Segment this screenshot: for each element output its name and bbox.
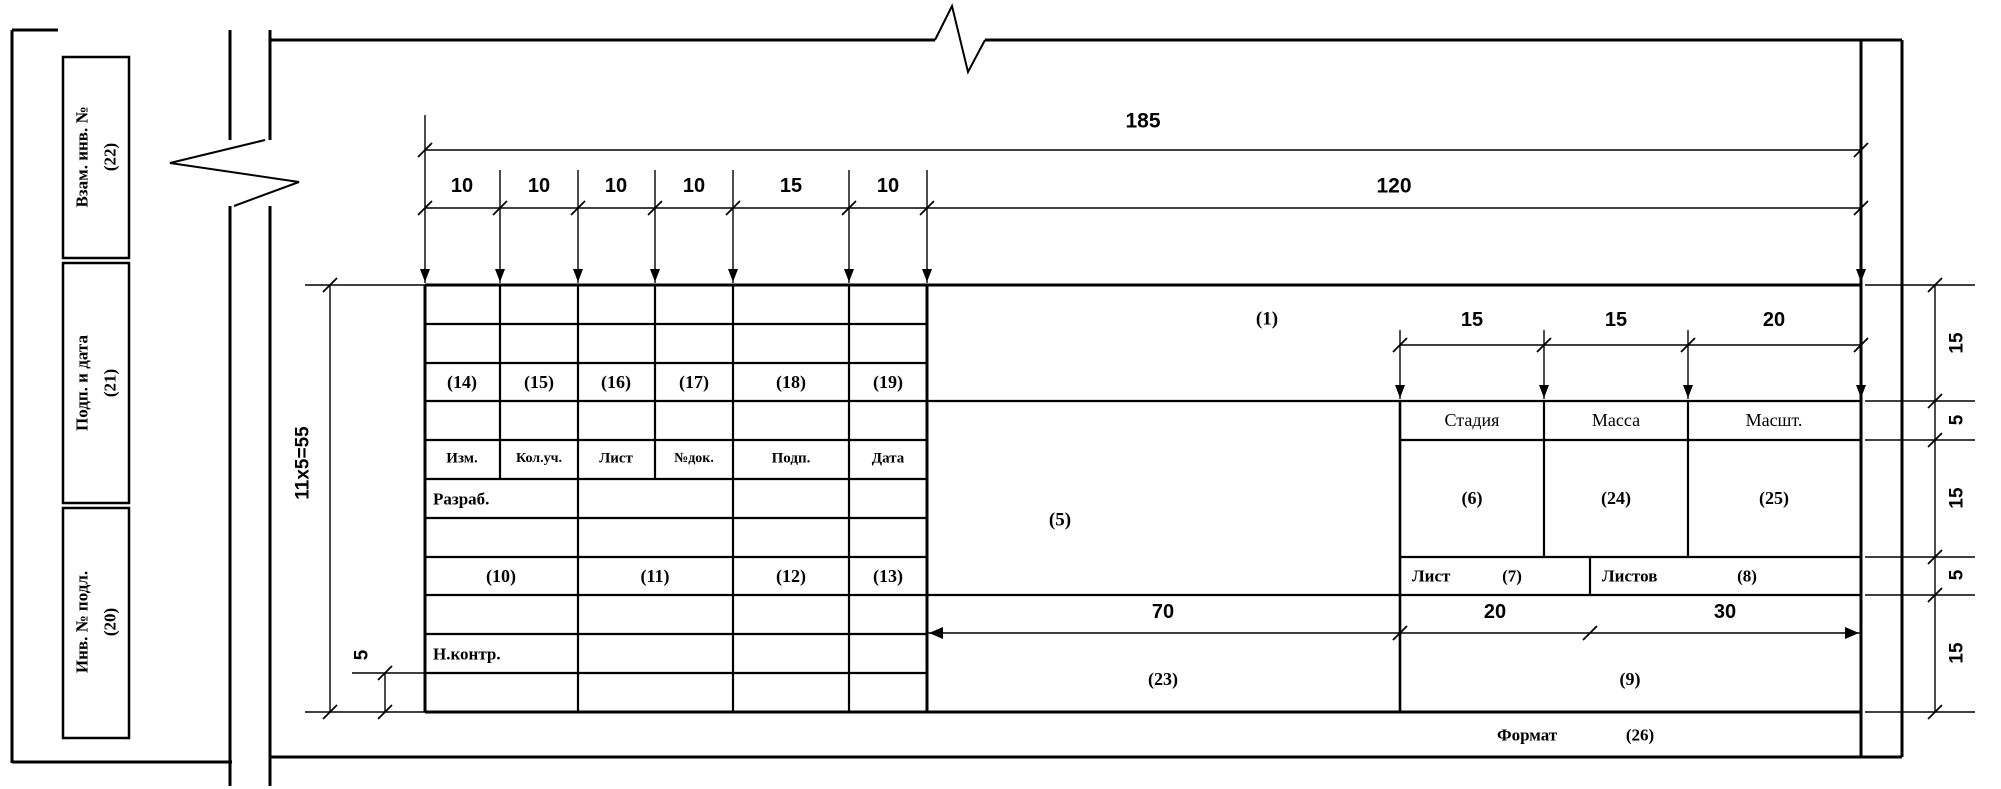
graph-number-26: (26)	[1625, 725, 1655, 745]
dim-col-width-6: 10	[876, 175, 900, 197]
graph-number-25: (25)	[1759, 488, 1789, 508]
graph-number-17: (17)	[679, 372, 709, 392]
graph-number-11: (11)	[640, 566, 670, 586]
dim-total-width: 185	[1125, 109, 1161, 133]
side-box-label-vzam-inv: Взам. инв. №	[72, 106, 92, 208]
dim-stage-col-1: 15	[1460, 309, 1484, 331]
dim-row-small: 5	[351, 649, 373, 661]
side-box-label-podp-data: Подп. и дата	[72, 335, 92, 431]
graph-number-14: (14)	[447, 372, 477, 392]
graph-number-7: (7)	[1502, 566, 1522, 586]
table-header-izm: Изм.	[446, 450, 478, 467]
format-label: Формат	[1497, 725, 1558, 745]
stage-header-masshtab: Масшт.	[1745, 410, 1803, 430]
graph-number-23: (23)	[1148, 669, 1178, 689]
side-box-number-20: (20)	[100, 607, 120, 637]
dim-right-row-5: 15	[1946, 642, 1968, 664]
dim-stage-col-2: 15	[1604, 309, 1628, 331]
graph-number-18: (18)	[776, 372, 806, 392]
graph-number-12: (12)	[776, 566, 806, 586]
dim-rows-formula: 11x5=55	[292, 426, 314, 500]
sheets-label: Листов	[1602, 566, 1658, 586]
dim-col-width-5: 15	[779, 175, 803, 197]
dim-bottom-col-3: 30	[1713, 601, 1737, 623]
graph-number-9: (9)	[1619, 669, 1641, 689]
dim-right-row-2: 5	[1946, 414, 1968, 426]
graph-number-16: (16)	[601, 372, 631, 392]
dimension-lines	[305, 115, 1975, 713]
dim-col-width-3: 10	[604, 175, 628, 197]
dimension-arrows	[420, 269, 1866, 639]
graph-number-10: (10)	[486, 566, 516, 586]
graph-number-1: (1)	[1255, 308, 1279, 330]
side-box-number-22: (22)	[100, 142, 120, 172]
dim-bottom-col-1: 70	[1151, 601, 1175, 623]
table-header-koluch: Кол.уч.	[515, 451, 563, 466]
sheet-frame-lines	[10, 28, 1904, 786]
dim-right-width: 120	[1376, 174, 1412, 198]
role-nkontr: Н.контр.	[433, 644, 501, 664]
graph-number-15: (15)	[524, 372, 554, 392]
graph-number-8: (8)	[1737, 566, 1757, 586]
dim-right-row-3: 15	[1946, 487, 1968, 509]
sheet-label: Лист	[1412, 566, 1451, 586]
table-header-list: Лист	[599, 450, 633, 467]
dim-col-width-4: 10	[682, 175, 706, 197]
stage-header-massa: Масса	[1591, 410, 1641, 430]
dim-right-row-1: 15	[1946, 332, 1968, 354]
dimension-ticks	[322, 142, 1943, 720]
break-symbols	[169, 3, 986, 207]
graph-number-19: (19)	[873, 372, 903, 392]
graph-number-6: (6)	[1461, 488, 1483, 508]
dim-right-row-4: 5	[1946, 569, 1968, 581]
dim-col-width-2: 10	[527, 175, 551, 197]
dim-stage-col-3: 20	[1762, 309, 1786, 331]
graph-number-5: (5)	[1048, 509, 1072, 531]
table-header-podp: Подп.	[771, 450, 811, 467]
table-header-ndok: №док.	[674, 451, 714, 466]
graph-number-13: (13)	[873, 566, 903, 586]
dim-bottom-col-2: 20	[1483, 601, 1507, 623]
graph-number-24: (24)	[1601, 488, 1631, 508]
stage-header-stadia: Стадия	[1444, 410, 1500, 430]
side-box-label-inv-podl: Инв. № подл.	[72, 570, 92, 674]
title-block-grid	[423, 283, 1861, 714]
table-header-data: Дата	[871, 450, 905, 467]
dim-col-width-1: 10	[450, 175, 474, 197]
role-razrab: Разраб.	[433, 489, 490, 509]
side-column-boxes	[61, 55, 131, 740]
side-box-number-21: (21)	[100, 368, 120, 398]
